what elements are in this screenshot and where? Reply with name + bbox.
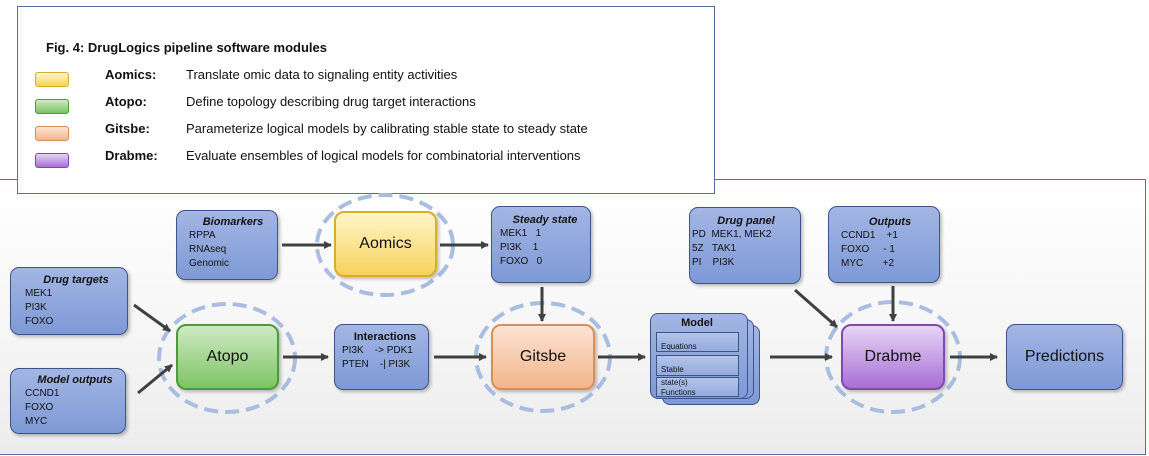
model-outputs-row: FOXO bbox=[25, 402, 54, 413]
model-outputs-box: Model outputs CCND1 FOXO MYC bbox=[10, 368, 126, 434]
figure-title: Fig. 4: DrugLogics pipeline software mod… bbox=[46, 40, 327, 55]
atopo-module: Atopo bbox=[176, 324, 279, 390]
drug-targets-row: MEK1 bbox=[25, 288, 53, 299]
drug-panel-row: PI PI3K bbox=[692, 257, 735, 268]
outputs-title: Outputs bbox=[868, 216, 912, 228]
interactions-title: Interactions bbox=[353, 331, 417, 343]
legend-desc-drabme: Evaluate ensembles of logical models for… bbox=[186, 148, 581, 163]
outputs-box: Outputs CCND1 +1 FOXO - 1 MYC +2 bbox=[828, 206, 940, 283]
model-outputs-title: Model outputs bbox=[37, 374, 113, 386]
model-equations-section: Equations bbox=[656, 332, 739, 352]
legend-desc-aomics: Translate omic data to signaling entity … bbox=[186, 67, 458, 82]
model-stable-section: Stable bbox=[656, 355, 739, 376]
model-stable-label: Stable bbox=[661, 365, 684, 374]
drabme-module: Drabme bbox=[841, 324, 945, 390]
drug-targets-box: Drug targets MEK1 PI3K FOXO bbox=[10, 267, 128, 335]
outputs-row: MYC +2 bbox=[841, 258, 895, 269]
legend-swatch-drabme bbox=[35, 153, 69, 168]
biomarkers-box: Biomarkers RPPA RNAseq Genomic bbox=[176, 210, 278, 280]
drug-panel-box: Drug panel PD MEK1, MEK2 5Z TAK1 PI PI3K bbox=[689, 207, 801, 284]
model-equations-label: Equations bbox=[661, 342, 697, 351]
drug-targets-row: PI3K bbox=[25, 302, 47, 313]
drug-targets-title: Drug targets bbox=[43, 274, 109, 286]
biomarkers-row: Genomic bbox=[189, 258, 230, 269]
steady-state-row: FOXO 0 bbox=[500, 256, 543, 267]
drug-panel-title: Drug panel bbox=[717, 215, 775, 227]
legend-name-drabme: Drabme: bbox=[105, 148, 158, 163]
model-state-functions-section: state(s) Functions bbox=[656, 377, 739, 397]
legend-name-atopo: Atopo: bbox=[105, 94, 147, 109]
legend-swatch-atopo bbox=[35, 99, 69, 114]
model-outputs-row: MYC bbox=[25, 416, 48, 427]
drug-targets-row: FOXO bbox=[25, 316, 54, 327]
predictions-box: Predictions bbox=[1006, 324, 1123, 390]
biomarkers-title: Biomarkers bbox=[202, 216, 264, 228]
model-outputs-row: CCND1 bbox=[25, 388, 60, 399]
legend-panel bbox=[17, 6, 715, 194]
steady-state-box: Steady state MEK1 1 PI3K 1 FOXO 0 bbox=[491, 206, 591, 283]
outputs-row: FOXO - 1 bbox=[841, 244, 895, 255]
outputs-row: CCND1 +1 bbox=[841, 230, 898, 241]
steady-state-row: MEK1 1 bbox=[500, 228, 542, 239]
gitsbe-module: Gitsbe bbox=[491, 324, 595, 390]
biomarkers-row: RNAseq bbox=[189, 244, 227, 255]
model-functions-label: Functions bbox=[661, 388, 696, 397]
legend-swatch-aomics bbox=[35, 72, 69, 87]
legend-desc-gitsbe: Parameterize logical models by calibrati… bbox=[186, 121, 588, 136]
legend-desc-atopo: Define topology describing drug target i… bbox=[186, 94, 476, 109]
steady-state-title: Steady state bbox=[512, 214, 578, 226]
biomarkers-row: RPPA bbox=[189, 230, 216, 241]
legend-name-aomics: Aomics: bbox=[105, 67, 157, 82]
interactions-box: Interactions PI3K -> PDK1 PTEN -| PI3K bbox=[334, 324, 429, 390]
interactions-row: PTEN -| PI3K bbox=[342, 359, 411, 370]
model-title: Model bbox=[681, 317, 713, 329]
drug-panel-row: PD MEK1, MEK2 bbox=[692, 229, 772, 240]
drug-panel-row: 5Z TAK1 bbox=[692, 243, 737, 254]
legend-swatch-gitsbe bbox=[35, 126, 69, 141]
legend-name-gitsbe: Gitsbe: bbox=[105, 121, 150, 136]
aomics-module: Aomics bbox=[334, 211, 437, 277]
steady-state-row: PI3K 1 bbox=[500, 242, 539, 253]
interactions-row: PI3K -> PDK1 bbox=[342, 345, 413, 356]
model-states-label: state(s) bbox=[661, 378, 688, 387]
